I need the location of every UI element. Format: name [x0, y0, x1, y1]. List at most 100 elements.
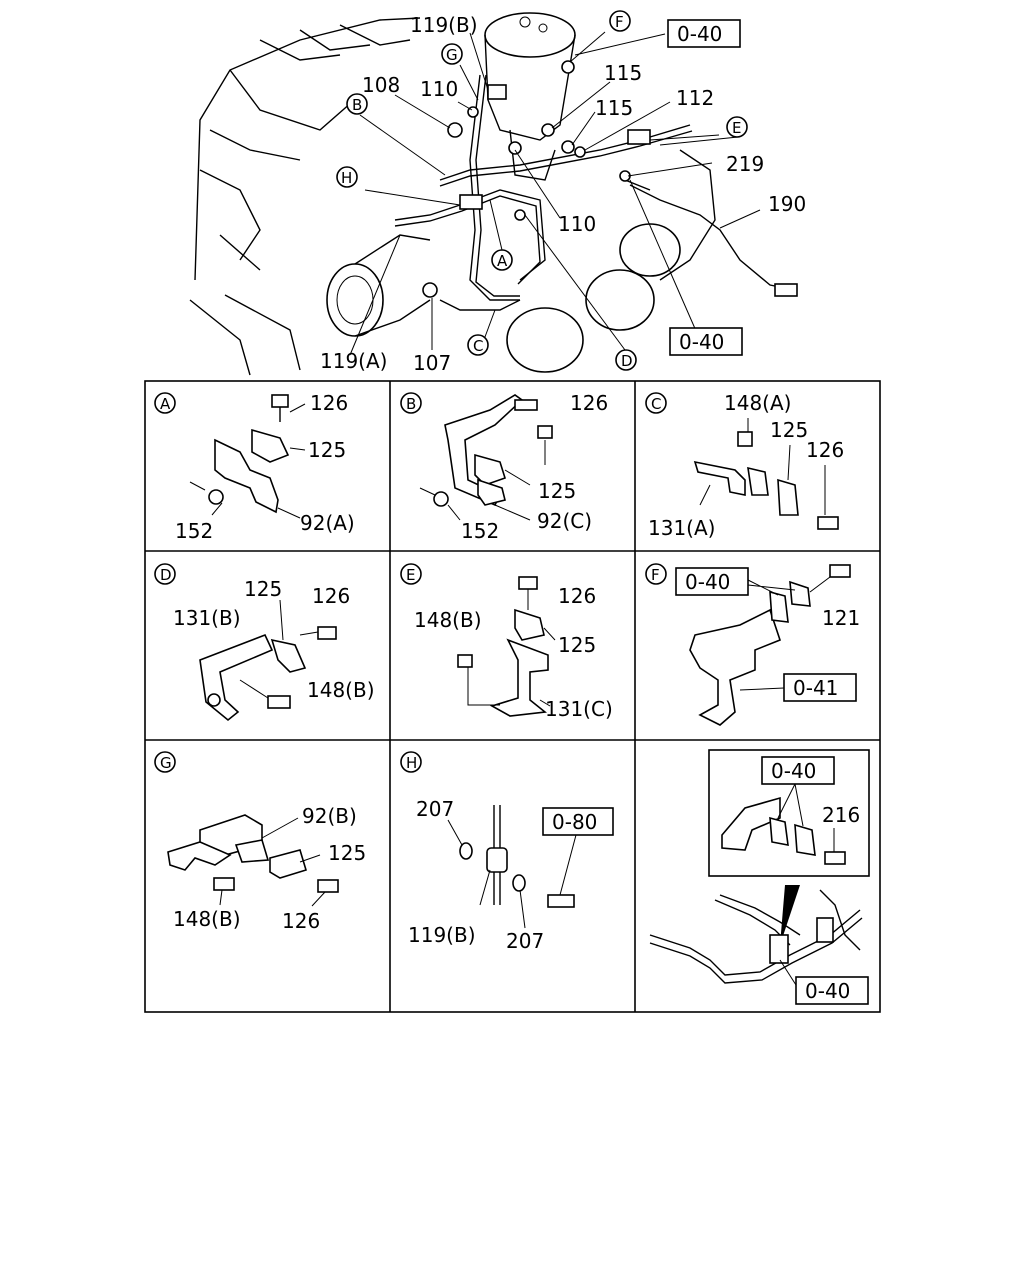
- detail-panel-e: E 126 148(B) 125 131(C): [400, 563, 613, 721]
- panel-f-label-0-40: 0-40: [685, 570, 730, 594]
- detail-grid: [144, 380, 881, 1013]
- ref-box-0-40-mid: [669, 327, 743, 356]
- panel-a-letter: A: [160, 395, 171, 413]
- callout-115-lower: 115: [595, 96, 633, 120]
- circle-ref-h-label: H: [341, 169, 352, 187]
- callout-107: 107: [413, 351, 451, 375]
- callout-219: 219: [726, 152, 764, 176]
- panel-e-label-126: 126: [558, 584, 596, 608]
- panel-f-ref-box-0-41: [783, 673, 857, 702]
- panel-f-letter: F: [651, 566, 660, 584]
- main-circle-refs: F G B H E A C D: [336, 10, 748, 371]
- ref-box-0-40-top: [667, 19, 741, 48]
- callout-190: 190: [768, 192, 806, 216]
- callout-115-upper: 115: [604, 61, 642, 85]
- panel-e-label-148b: 148(B): [414, 608, 482, 632]
- panel-b-letter: B: [406, 395, 416, 413]
- callout-110-mid: 110: [558, 212, 596, 236]
- panel-a-label-126: 126: [310, 391, 348, 415]
- panel-g-label-92b: 92(B): [302, 804, 357, 828]
- panel-a-circle: [154, 392, 176, 414]
- pipe-label-0-40: 0-40: [805, 979, 850, 1003]
- circle-ref-a: [491, 249, 513, 271]
- panel-d-label-148b: 148(B): [307, 678, 375, 702]
- panel-b-label-126: 126: [570, 391, 608, 415]
- pipe-ref-box-0-40: [795, 976, 869, 1005]
- circle-ref-b-label: B: [352, 96, 362, 114]
- panel-g-label-125: 125: [328, 841, 366, 865]
- detail-panel-a: A 126 125 152 92(A): [154, 391, 355, 543]
- panel-d-label-125: 125: [244, 577, 282, 601]
- panel-f-circle: [645, 563, 667, 585]
- circle-ref-f: [609, 10, 631, 32]
- ref-0-40-top: 0-40: [677, 22, 722, 46]
- panel-g-circle: [154, 751, 176, 773]
- circle-ref-a-label: A: [497, 252, 508, 270]
- circle-ref-e: [726, 116, 748, 138]
- ref-0-40-mid: 0-40: [679, 330, 724, 354]
- inset-label-0-40: 0-40: [771, 759, 816, 783]
- panel-a-label-92a: 92(A): [300, 511, 355, 535]
- panel-g-label-126: 126: [282, 909, 320, 933]
- detail-panel-h: H 207 0-80 119(B) 207: [400, 751, 614, 953]
- detail-panel-d: D 125 126 131(B) 148(B): [154, 563, 375, 722]
- panel-b-label-152: 152: [461, 519, 499, 543]
- panel-h-label-119b: 119(B): [408, 923, 476, 947]
- panel-d-circle: [154, 563, 176, 585]
- panel-c-label-131a: 131(A): [648, 516, 715, 540]
- panel-e-label-131c: 131(C): [545, 697, 613, 721]
- detail-panel-b: B 126 125 152 92(C): [400, 391, 608, 543]
- panel-g-letter: G: [160, 754, 172, 772]
- inset-frame: [708, 749, 870, 877]
- panel-d-letter: D: [160, 566, 172, 584]
- callout-119b: 119(B): [410, 13, 478, 37]
- circle-ref-e-label: E: [732, 119, 741, 137]
- panel-h-label-207-bottom: 207: [506, 929, 544, 953]
- circle-ref-d: [615, 349, 637, 371]
- panel-c-circle: [645, 392, 667, 414]
- panel-d-label-131b: 131(B): [173, 606, 241, 630]
- panel-c-letter: C: [651, 395, 661, 413]
- detail-panel-c: C 148(A) 125 126 131(A): [645, 391, 844, 540]
- panel-c-label-148a: 148(A): [724, 391, 791, 415]
- detail-panel-pipe-clamp: 0-40 216 0-40: [649, 749, 870, 1005]
- panel-c-label-125: 125: [770, 418, 808, 442]
- panel-h-label-207-top: 207: [416, 797, 454, 821]
- panel-a-label-125: 125: [308, 438, 346, 462]
- circle-ref-g-label: G: [446, 46, 458, 64]
- callout-108: 108: [362, 73, 400, 97]
- panel-h-label-0-80: 0-80: [552, 810, 597, 834]
- panel-f-label-0-41: 0-41: [793, 676, 838, 700]
- panel-h-ref-box-0-80: [542, 807, 614, 836]
- main-leader-lines: [349, 31, 761, 356]
- panel-e-circle: [400, 563, 422, 585]
- detail-panel-g: G 92(B) 125 148(B) 126: [154, 751, 366, 933]
- panel-e-letter: E: [406, 566, 415, 584]
- main-callouts: 119(B) 108 110 115 115 112 219 190 110 1…: [320, 13, 806, 375]
- inset-ref-box-0-40: [761, 756, 835, 785]
- circle-ref-f-label: F: [615, 13, 624, 31]
- panel-b-circle: [400, 392, 422, 414]
- callout-110-top: 110: [420, 77, 458, 101]
- panel-a-label-152: 152: [175, 519, 213, 543]
- panel-c-label-126: 126: [806, 438, 844, 462]
- panel-d-label-126: 126: [312, 584, 350, 608]
- detail-panel-f: F 0-40 121 0-41: [645, 563, 860, 726]
- circle-ref-d-label: D: [621, 352, 633, 370]
- panel-h-letter: H: [406, 754, 417, 772]
- circle-ref-c-label: C: [473, 337, 483, 355]
- panel-g-label-148b: 148(B): [173, 907, 241, 931]
- circle-ref-h: [336, 166, 358, 188]
- panel-h-circle: [400, 751, 422, 773]
- panel-f-ref-box-0-40: [675, 567, 749, 596]
- callout-112: 112: [676, 86, 714, 110]
- callout-119a: 119(A): [320, 349, 387, 373]
- panel-b-label-125: 125: [538, 479, 576, 503]
- circle-ref-c: [467, 334, 489, 356]
- circle-ref-g: [441, 43, 463, 65]
- panel-f-label-121: 121: [822, 606, 860, 630]
- inset-label-216: 216: [822, 803, 860, 827]
- engine-assembly-drawing: [189, 12, 798, 376]
- panel-e-label-125: 125: [558, 633, 596, 657]
- panel-b-label-92c: 92(C): [537, 509, 592, 533]
